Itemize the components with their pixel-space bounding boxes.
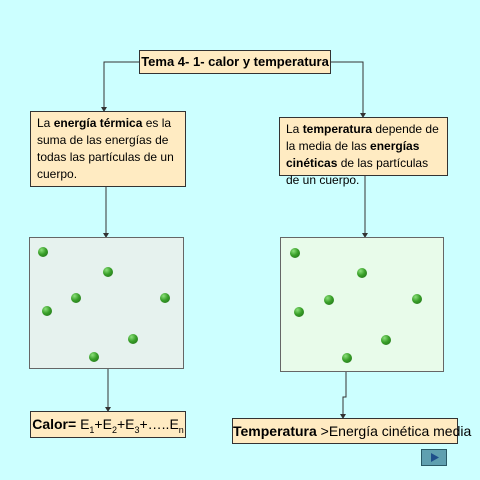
- connector-title-left: [103, 61, 139, 111]
- desc-right-mid: depende de la media de las: [286, 122, 439, 153]
- temperature-description: La temperatura depende de la media de la…: [279, 117, 448, 187]
- heat-label: Calor=: [32, 416, 77, 432]
- particle: [38, 247, 48, 257]
- next-slide-button[interactable]: [421, 449, 447, 466]
- formula-term: +E: [94, 416, 112, 432]
- particles-panel-left: [29, 237, 184, 369]
- desc-left-pre: La: [37, 116, 54, 130]
- formula-subscript: 1: [89, 424, 95, 435]
- formula-term: +…..E: [139, 416, 179, 432]
- desc-right-term2: energías cinéticas: [286, 139, 420, 170]
- particle: [290, 248, 300, 258]
- formula-subscript: 3: [134, 424, 140, 435]
- desc-right-post: de las partículas de un cuerpo.: [286, 156, 429, 187]
- title-box: Tema 4- 1- calor y temperatura: [139, 50, 331, 74]
- particle: [128, 334, 138, 344]
- particle: [103, 267, 113, 277]
- desc-right-pre: La: [286, 122, 303, 136]
- formula-term: +E: [116, 416, 135, 432]
- particle: [160, 293, 170, 303]
- heat-formula: Calor= E1+E2+E3+…..En: [30, 411, 186, 438]
- particle: [357, 268, 367, 278]
- particle: [381, 335, 391, 345]
- particles-panel-right: [280, 237, 444, 372]
- temperature-definition: >Energía cinética media: [316, 423, 472, 439]
- particle: [294, 307, 304, 317]
- desc-right-term1: temperatura: [302, 122, 373, 136]
- connector-title-right: [331, 61, 364, 117]
- formula-term: E: [80, 416, 90, 432]
- formula-subscript: 2: [111, 424, 117, 435]
- particle: [324, 295, 334, 305]
- particle: [342, 353, 352, 363]
- temperature-label: Temperatura: [233, 423, 317, 439]
- formula-subscript: n: [178, 424, 184, 435]
- desc-left-post: es la suma de las energías de todas las …: [37, 116, 174, 181]
- desc-left-term: energía térmica: [53, 116, 143, 130]
- thermal-energy-description: La energía térmica es la suma de las ene…: [30, 111, 186, 187]
- particle: [89, 352, 99, 362]
- particle: [412, 294, 422, 304]
- particle: [71, 293, 81, 303]
- play-triangle-icon: [431, 453, 439, 462]
- title-text: Tema 4- 1- calor y temperatura: [141, 54, 329, 69]
- connector-right-panel-formula: [342, 372, 347, 418]
- temperature-formula: Temperatura >Energía cinética media: [232, 418, 471, 444]
- particle: [42, 306, 52, 316]
